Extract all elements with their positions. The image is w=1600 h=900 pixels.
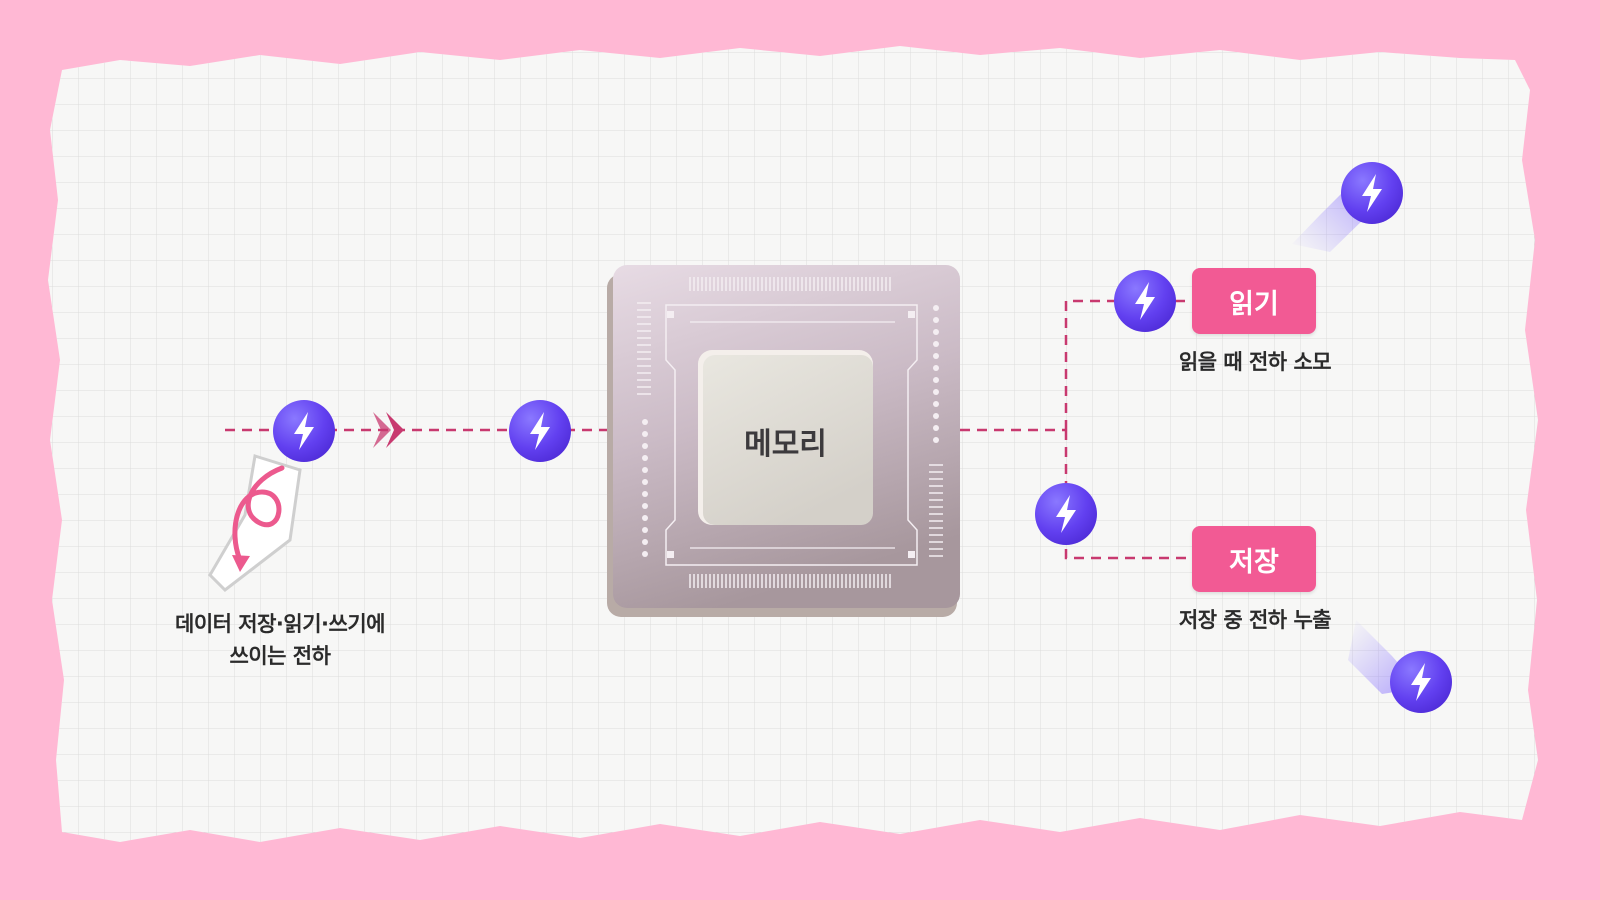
charge-bolt-icon xyxy=(1035,483,1097,545)
memory-chip xyxy=(607,265,960,617)
memory-label: 메모리 xyxy=(744,426,827,462)
charge-bolt-icon xyxy=(1341,162,1403,224)
curly-arrow-icon xyxy=(208,454,302,592)
direction-arrow-icon xyxy=(373,412,404,448)
charge-bolt-icon xyxy=(1114,270,1176,332)
left-caption-line-2: 쓰이는 전하 xyxy=(229,644,331,668)
store-branch xyxy=(1064,430,1192,560)
read-tag: 읽기 xyxy=(1192,268,1316,334)
store-caption: 저장 중 전하 누출 xyxy=(1178,608,1332,632)
charge-bolt-icon xyxy=(1390,651,1452,713)
charge-bolt-icon xyxy=(273,400,335,462)
store-tag: 저장 xyxy=(1192,526,1316,592)
read-caption: 읽을 때 전하 소모 xyxy=(1178,350,1332,374)
left-caption-line-1: 데이터 저장·읽기·쓰기에 xyxy=(175,612,385,636)
charge-bolt-icon xyxy=(509,400,571,462)
